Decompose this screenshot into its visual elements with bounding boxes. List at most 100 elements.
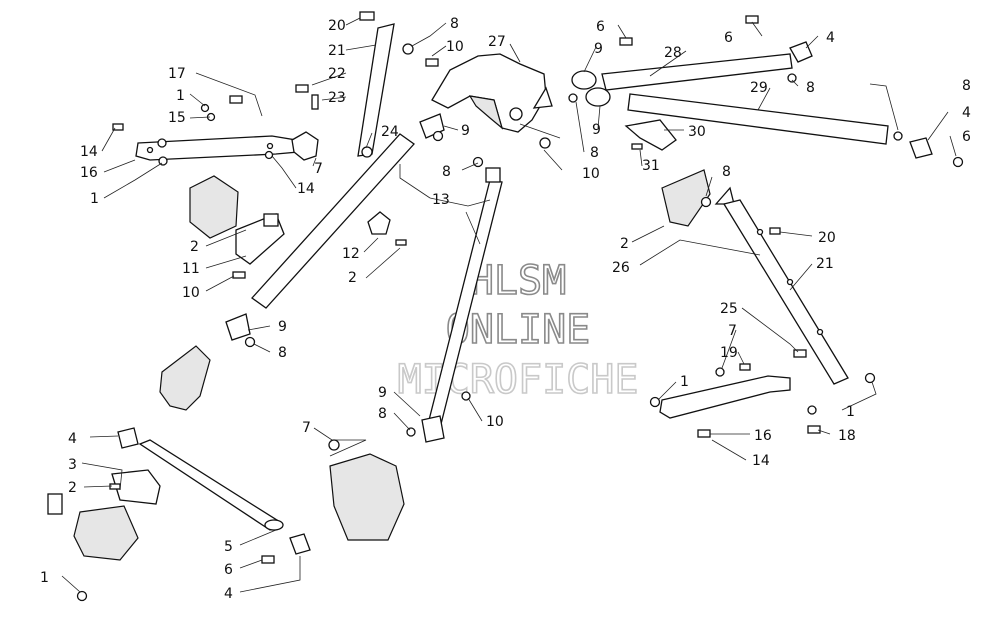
part-10-bolt[interactable]	[232, 271, 246, 279]
part-29-tube[interactable]	[627, 93, 889, 145]
callout-8: 8	[450, 16, 459, 32]
part-31-fastener[interactable]	[631, 143, 643, 150]
watermark-line1: HLSM	[470, 258, 566, 304]
part-9-clamp-bottom[interactable]	[225, 313, 251, 341]
part-12-clip[interactable]	[367, 211, 391, 235]
part-1-nut[interactable]	[649, 396, 661, 408]
part-17-bolt[interactable]	[229, 95, 243, 104]
callout-4: 4	[68, 431, 77, 447]
part-25-bolt[interactable]	[793, 349, 807, 358]
callout-20: 20	[328, 18, 346, 34]
part-4-cap-right[interactable]	[909, 137, 933, 159]
part-1-nut[interactable]	[807, 405, 817, 415]
part-9-clamp-lower[interactable]	[421, 415, 445, 443]
part-4-cap-left[interactable]	[117, 427, 139, 449]
part-lower-linkage-left[interactable]	[159, 345, 211, 411]
part-7-nut[interactable]	[715, 367, 725, 377]
part-20-bolt[interactable]	[359, 11, 375, 21]
part-9-bushing[interactable]	[571, 70, 597, 90]
part-8-nut[interactable]	[402, 43, 414, 55]
part-14-bolt[interactable]	[112, 123, 124, 131]
callout-labels: 17 1 15 14 16 1 14 7 20 21 22 23 8 10 24…	[40, 16, 971, 602]
part-16-left-brace[interactable]	[135, 135, 299, 161]
watermark: HLSM ONLINE MICROFICHE	[397, 257, 639, 404]
part-27-housing[interactable]	[431, 53, 547, 133]
callout-8: 8	[590, 145, 599, 161]
callout-3: 3	[68, 457, 77, 473]
part-8-nut[interactable]	[700, 196, 712, 208]
part-16-right-brace[interactable]	[659, 375, 791, 419]
part-9-clamp[interactable]	[485, 167, 501, 183]
part-6-nut[interactable]	[952, 156, 964, 168]
callout-6: 6	[724, 30, 733, 46]
part-6-bolt[interactable]	[745, 15, 759, 24]
callout-6: 6	[962, 129, 971, 145]
part-relay-block[interactable]	[189, 175, 239, 239]
part-8-nut[interactable]	[568, 93, 578, 103]
part-8-nut[interactable]	[244, 336, 256, 348]
part-23-pin[interactable]	[311, 94, 319, 110]
callout-11: 11	[182, 261, 200, 277]
callout-1: 1	[176, 88, 185, 104]
callout-14: 14	[752, 453, 770, 469]
part-19-bolt[interactable]	[739, 363, 751, 371]
callout-23: 23	[328, 90, 346, 106]
callout-9: 9	[594, 41, 603, 57]
callout-2: 2	[190, 239, 199, 255]
callout-1: 1	[846, 404, 855, 420]
part-nut	[157, 138, 167, 148]
callout-18: 18	[838, 428, 856, 444]
part-control-assembly[interactable]	[73, 505, 139, 561]
part-26-mount[interactable]	[661, 169, 711, 227]
part-20-bolt[interactable]	[769, 227, 781, 235]
callout-9: 9	[278, 319, 287, 335]
part-22-bolt[interactable]	[295, 84, 309, 93]
part-7-clip[interactable]	[291, 131, 319, 161]
part-8-nut[interactable]	[432, 130, 444, 142]
part-hole	[816, 328, 824, 336]
part-2-fastener[interactable]	[109, 483, 121, 490]
part-8-nut[interactable]	[893, 131, 903, 141]
watermark-line3: MICROFICHE	[398, 357, 639, 403]
part-4-cap-bottom[interactable]	[289, 533, 311, 555]
part-10-nut[interactable]	[539, 137, 551, 149]
part-hole	[146, 146, 154, 154]
callout-6: 6	[596, 19, 605, 35]
part-5-crossbar[interactable]	[138, 439, 282, 531]
part-18-bolt[interactable]	[807, 425, 821, 434]
part-9-bushing[interactable]	[585, 87, 611, 107]
part-8-nut[interactable]	[406, 427, 416, 437]
part-21-strap-right[interactable]	[722, 199, 849, 385]
part-14-nut[interactable]	[264, 150, 274, 160]
part-1-nut[interactable]	[200, 103, 210, 113]
callout-15: 15	[168, 110, 186, 126]
callout-13: 13	[432, 192, 450, 208]
callout-4: 4	[826, 30, 835, 46]
part-10-bolt[interactable]	[425, 58, 439, 67]
callout-2: 2	[68, 480, 77, 496]
part-7-nut[interactable]	[328, 439, 340, 451]
part-28-tube[interactable]	[601, 53, 793, 91]
part-hole	[786, 278, 794, 286]
part-24-bushing[interactable]	[361, 146, 373, 158]
part-6-bolt[interactable]	[619, 37, 633, 46]
part-30-bracket[interactable]	[624, 119, 677, 151]
callout-21: 21	[328, 43, 346, 59]
part-8-nut[interactable]	[787, 73, 797, 83]
part-lower-assembly-center[interactable]	[329, 453, 405, 541]
part-13-tube-left[interactable]	[251, 133, 415, 309]
callout-20: 20	[818, 230, 836, 246]
part-8-nut[interactable]	[472, 156, 484, 168]
part-column-bolt	[509, 107, 523, 121]
callout-9: 9	[592, 122, 601, 138]
part-1-nut[interactable]	[864, 372, 876, 384]
callout-19: 19	[720, 345, 738, 361]
part-1-nut[interactable]	[76, 590, 88, 602]
callout-31: 31	[642, 158, 660, 174]
part-2-fastener[interactable]	[395, 239, 407, 246]
part-3-bracket[interactable]	[111, 469, 161, 505]
callout-8: 8	[722, 164, 731, 180]
part-6-bolt[interactable]	[261, 555, 275, 564]
part-14-bolt[interactable]	[697, 429, 711, 438]
callout-1: 1	[680, 374, 689, 390]
